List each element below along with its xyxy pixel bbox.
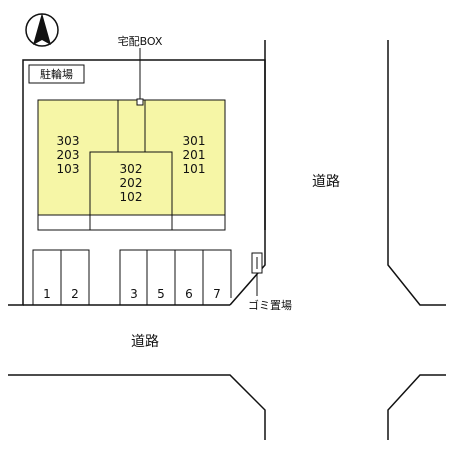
building xyxy=(37,98,226,231)
parking-left xyxy=(32,249,90,305)
parking-right xyxy=(119,249,232,305)
stall-6: 6 xyxy=(185,287,193,301)
unit-202: 202 xyxy=(120,176,143,190)
stall-7: 7 xyxy=(213,287,221,301)
units-left: 303 203 103 xyxy=(57,134,80,176)
stall-5: 5 xyxy=(157,287,165,301)
building-eave xyxy=(37,214,226,231)
bicycle-parking-sign: 駐輪場 xyxy=(28,64,85,84)
units-right: 301 201 101 xyxy=(183,134,206,176)
unit-302: 302 xyxy=(120,162,143,176)
delivery-box-label: 宅配BOX xyxy=(118,34,163,48)
unit-303: 303 xyxy=(57,134,80,148)
garbage-area: ゴミ置場 xyxy=(248,252,292,312)
delivery-box-callout: 宅配BOX xyxy=(118,34,163,99)
unit-102: 102 xyxy=(120,190,143,204)
north-arrow-icon xyxy=(25,13,59,47)
units-center: 302 202 102 xyxy=(120,162,143,204)
stall-2: 2 xyxy=(71,287,79,301)
stall-3: 3 xyxy=(130,287,138,301)
unit-301: 301 xyxy=(183,134,206,148)
road-label-right: 道路 xyxy=(312,174,340,190)
unit-201: 201 xyxy=(183,148,206,162)
garbage-label: ゴミ置場 xyxy=(248,298,292,312)
road-edges xyxy=(8,40,446,440)
road-label-bottom: 道路 xyxy=(131,334,159,350)
bicycle-parking-label: 駐輪場 xyxy=(40,67,73,81)
unit-101: 101 xyxy=(183,162,206,176)
delivery-box-marker xyxy=(136,98,144,106)
parking-numbers: 1 2 3 5 6 7 xyxy=(43,287,221,301)
unit-203: 203 xyxy=(57,148,80,162)
center-unit-block xyxy=(89,151,173,216)
stall-1: 1 xyxy=(43,287,51,301)
unit-103: 103 xyxy=(57,162,80,176)
